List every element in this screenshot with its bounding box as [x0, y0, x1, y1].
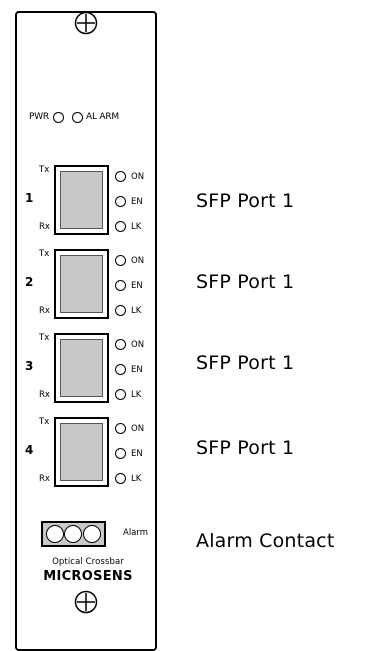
lk-led-row: LK — [115, 298, 159, 323]
port-led-group: ON EN LK — [115, 164, 159, 239]
port-number: 1 — [25, 191, 34, 205]
port-number: 3 — [25, 359, 34, 373]
lk-led-label: LK — [131, 473, 142, 484]
lk-led-row: LK — [115, 214, 159, 239]
en-led-label: EN — [131, 364, 143, 375]
lk-led-icon — [115, 221, 126, 232]
sfp-cage-opening — [60, 171, 103, 229]
en-led-row: EN — [115, 441, 159, 466]
on-led-icon — [115, 423, 126, 434]
rx-label: Rx — [39, 306, 50, 316]
on-led-icon — [115, 255, 126, 266]
tx-label: Tx — [39, 417, 50, 427]
alarm-led-label: AL ARM — [85, 112, 119, 122]
sfp-cage[interactable] — [54, 333, 109, 403]
lk-led-label: LK — [131, 305, 142, 316]
en-led-icon — [115, 448, 126, 459]
connector-pin-icon — [46, 525, 65, 543]
en-led-row: EN — [115, 273, 159, 298]
sfp-port-4: Tx 4 Rx ON EN LK — [17, 415, 159, 493]
brand-logo: MICROSENS — [43, 569, 133, 584]
connector-pin-icon — [64, 525, 83, 543]
en-led-icon — [115, 280, 126, 291]
bottom-mounting-screw-icon — [74, 590, 98, 614]
lk-led-row: LK — [115, 466, 159, 491]
on-led-icon — [115, 339, 126, 350]
en-led-label: EN — [131, 196, 143, 207]
port-led-group: ON EN LK — [115, 416, 159, 491]
en-led-icon — [115, 196, 126, 207]
on-led-icon — [115, 171, 126, 182]
tx-label: Tx — [39, 333, 50, 343]
callout-alarm-contact: Alarm Contact — [196, 530, 335, 552]
en-led-row: EN — [115, 357, 159, 382]
callout-sfp-port-2: SFP Port 1 — [196, 271, 295, 293]
en-led-label: EN — [131, 280, 143, 291]
pwr-label: PWR — [29, 112, 49, 122]
en-led-row: EN — [115, 189, 159, 214]
alarm-contact-connector[interactable] — [41, 521, 106, 547]
on-led-row: ON — [115, 416, 159, 441]
pwr-led-icon — [52, 111, 64, 123]
sfp-cage-opening — [60, 423, 103, 481]
connector-pin-icon — [82, 525, 101, 543]
port-number: 2 — [25, 275, 34, 289]
callout-sfp-port-4: SFP Port 1 — [196, 437, 295, 459]
sfp-cage-opening — [60, 339, 103, 397]
sfp-cage[interactable] — [54, 165, 109, 235]
sfp-cage-opening — [60, 255, 103, 313]
lk-led-icon — [115, 473, 126, 484]
status-led-row: PWR AL ARM — [29, 107, 159, 127]
rx-label: Rx — [39, 390, 50, 400]
lk-led-row: LK — [115, 382, 159, 407]
on-led-row: ON — [115, 164, 159, 189]
sfp-port-2: Tx 2 Rx ON EN LK — [17, 247, 159, 325]
lk-led-label: LK — [131, 389, 142, 400]
lk-led-icon — [115, 389, 126, 400]
en-led-icon — [115, 364, 126, 375]
on-led-label: ON — [131, 171, 145, 182]
en-led-label: EN — [131, 448, 143, 459]
sfp-port-3: Tx 3 Rx ON EN LK — [17, 331, 159, 409]
product-name: Optical Crossbar — [52, 557, 124, 567]
sfp-cage[interactable] — [54, 417, 109, 487]
tx-label: Tx — [39, 165, 50, 175]
rx-label: Rx — [39, 222, 50, 232]
callout-sfp-port-3: SFP Port 1 — [196, 352, 295, 374]
on-led-label: ON — [131, 423, 145, 434]
callout-sfp-port-1: SFP Port 1 — [196, 190, 295, 212]
port-led-group: ON EN LK — [115, 332, 159, 407]
on-led-row: ON — [115, 332, 159, 357]
lk-led-label: LK — [131, 221, 142, 232]
port-number: 4 — [25, 443, 34, 457]
top-mounting-screw-icon — [74, 11, 98, 35]
sfp-port-1: Tx 1 Rx ON EN LK — [17, 163, 159, 241]
port-led-group: ON EN LK — [115, 248, 159, 323]
device-front-panel: PWR AL ARM Tx 1 Rx ON EN LK Tx 2 Rx ON E… — [15, 11, 157, 651]
tx-label: Tx — [39, 249, 50, 259]
alarm-connector-label: Alarm — [123, 528, 149, 538]
alarm-led-icon — [71, 111, 83, 123]
rx-label: Rx — [39, 474, 50, 484]
on-led-label: ON — [131, 339, 145, 350]
on-led-label: ON — [131, 255, 145, 266]
lk-led-icon — [115, 305, 126, 316]
on-led-row: ON — [115, 248, 159, 273]
sfp-cage[interactable] — [54, 249, 109, 319]
